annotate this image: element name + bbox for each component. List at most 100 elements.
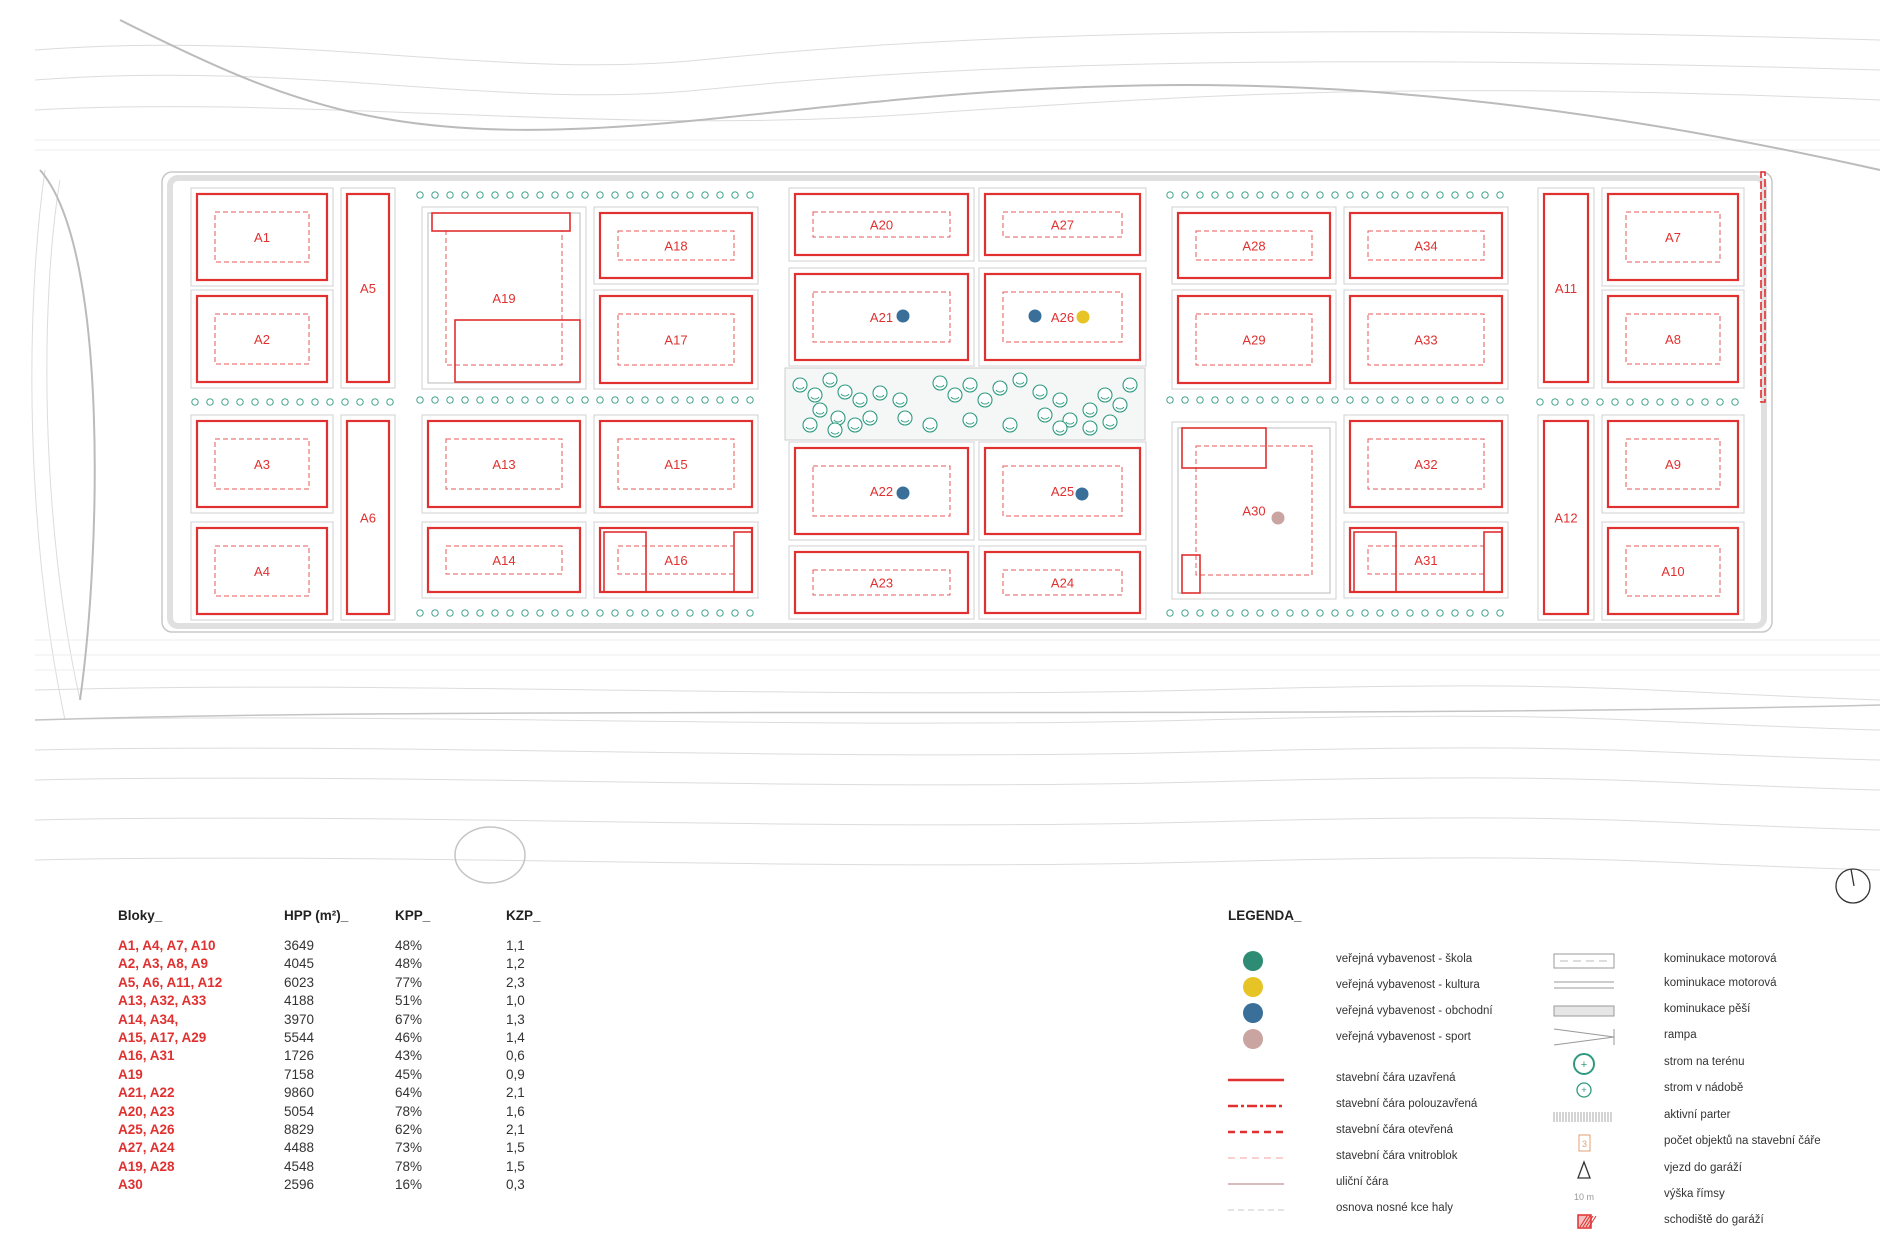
tree-on-terrain-icon	[802, 417, 818, 433]
tree-shade-icon	[833, 419, 843, 423]
cell-kzp: 2,1	[506, 1085, 525, 1101]
tree-in-pot-icon	[551, 609, 559, 617]
tree-on-terrain-icon	[1032, 384, 1048, 400]
block-label: A12	[1554, 511, 1577, 526]
block-a2: A2	[190, 289, 334, 389]
tree-in-pot-icon	[1286, 191, 1294, 199]
tree-on-terrain-icon	[862, 410, 878, 426]
tree-in-pot-icon	[431, 396, 439, 404]
count-symbol-text: 3	[1582, 1139, 1587, 1149]
tree-in-pot-icon	[1406, 191, 1414, 199]
tree-shade-icon	[855, 401, 865, 405]
block-label: A2	[254, 332, 270, 347]
tree-in-pot-icon	[656, 609, 664, 617]
cell-kpp: 78%	[395, 1158, 423, 1174]
block-a15: A15	[593, 414, 759, 514]
tree-in-pot-icon	[581, 191, 589, 199]
block-a6: A6	[340, 414, 396, 621]
tree-on-terrain-icon	[847, 417, 863, 433]
cell-kzp: 0,3	[506, 1177, 525, 1193]
tree-in-pot-icon	[1211, 609, 1219, 617]
tree-shade-icon	[965, 386, 975, 390]
cell-kpp: 67%	[395, 1011, 423, 1027]
tree-in-pot-icon	[1361, 191, 1369, 199]
block-label: A6	[360, 511, 376, 526]
cell-kzp: 2,3	[506, 974, 525, 990]
block-label: A29	[1242, 333, 1265, 348]
cell-kpp: 43%	[395, 1048, 423, 1064]
tree-in-pot-icon	[1241, 191, 1249, 199]
tree-in-pot-icon	[1436, 609, 1444, 617]
legend-symbol-dot-icon	[1243, 977, 1263, 997]
cell-hpp: 4188	[284, 993, 315, 1009]
tree-in-pot-icon	[221, 398, 229, 406]
tree-on-terrain-icon	[897, 410, 913, 426]
tree-in-pot-icon	[506, 396, 514, 404]
tree-shade-icon	[810, 396, 820, 400]
tree-on-terrain-icon	[822, 372, 838, 388]
block-label: A22	[870, 484, 893, 499]
tree-in-pot-icon	[1331, 396, 1339, 404]
tree-in-pot-icon	[1271, 191, 1279, 199]
tree-on-terrain-icon	[962, 412, 978, 428]
tree-in-pot-icon	[521, 191, 529, 199]
amenity-obchodni-A25	[1075, 487, 1089, 501]
cell-kzp: 2,1	[506, 1121, 525, 1137]
tree-in-pot-icon	[356, 398, 364, 406]
tree-in-pot-icon	[1406, 396, 1414, 404]
tree-shade-icon	[925, 426, 935, 430]
tree-in-pot-icon	[1481, 396, 1489, 404]
cell-hpp: 3970	[284, 1011, 315, 1027]
cell-bloky: A25, A26	[118, 1121, 175, 1137]
tree-shade-icon	[795, 386, 805, 390]
tree-in-pot-icon	[1301, 191, 1309, 199]
legend-label: rampa	[1664, 1029, 1697, 1041]
tree-on-terrain-icon	[962, 377, 978, 393]
tree-on-terrain-icon	[1097, 387, 1113, 403]
blocks-table: Bloky_ HPP (m²)_ KPP_ KZP_ A1, A4, A7, A…	[118, 908, 566, 1194]
tree-in-pot-icon	[1671, 398, 1679, 406]
cell-bloky: A15, A17, A29	[118, 1029, 207, 1045]
tree-in-pot-icon	[731, 396, 739, 404]
tree-on-terrain-icon	[992, 380, 1008, 396]
cell-kzp: 1,2	[506, 956, 525, 972]
tree-in-pot-icon	[611, 191, 619, 199]
amenity-sport-A30	[1271, 511, 1285, 525]
tree-in-pot-icon	[446, 396, 454, 404]
tree-on-terrain-icon	[977, 392, 993, 408]
tree-on-terrain-icon	[1112, 397, 1128, 413]
tree-in-pot-icon	[1316, 396, 1324, 404]
tree-in-pot-icon	[671, 191, 679, 199]
tree-shade-icon	[1040, 416, 1050, 420]
tree-in-pot-icon	[1481, 191, 1489, 199]
legend-label: počet objektů na stavební čáře	[1664, 1135, 1821, 1147]
tree-on-terrain-icon	[947, 387, 963, 403]
block-label: A18	[664, 239, 687, 254]
tree-in-pot-icon	[536, 609, 544, 617]
tree-on-terrain-icon	[837, 384, 853, 400]
tree-on-terrain-icon	[1102, 414, 1118, 430]
tree-in-pot-icon	[581, 609, 589, 617]
tree-in-pot-icon	[686, 191, 694, 199]
tree-in-pot-icon	[416, 396, 424, 404]
tree-in-pot-icon	[1391, 609, 1399, 617]
tree-on-terrain-icon	[1082, 402, 1098, 418]
legend-label: vjezd do garáží	[1664, 1162, 1742, 1174]
cell-hpp: 9860	[284, 1085, 315, 1101]
legend-symbol-line-dash-icon	[1228, 1130, 1284, 1134]
tree-in-pot-icon	[206, 398, 214, 406]
tree-shade-icon	[1055, 429, 1065, 433]
tree-shade-icon	[900, 419, 910, 423]
tree-in-pot-icon	[461, 396, 469, 404]
cell-kpp: 46%	[395, 1029, 423, 1045]
block-a21: A21	[788, 267, 975, 367]
tree-in-pot-icon	[431, 609, 439, 617]
block-label: A34	[1414, 239, 1437, 254]
cell-kpp: 64%	[395, 1085, 423, 1101]
legend-label: veřejná vybavenost - kultura	[1336, 979, 1480, 991]
tree-in-pot-icon	[1406, 609, 1414, 617]
